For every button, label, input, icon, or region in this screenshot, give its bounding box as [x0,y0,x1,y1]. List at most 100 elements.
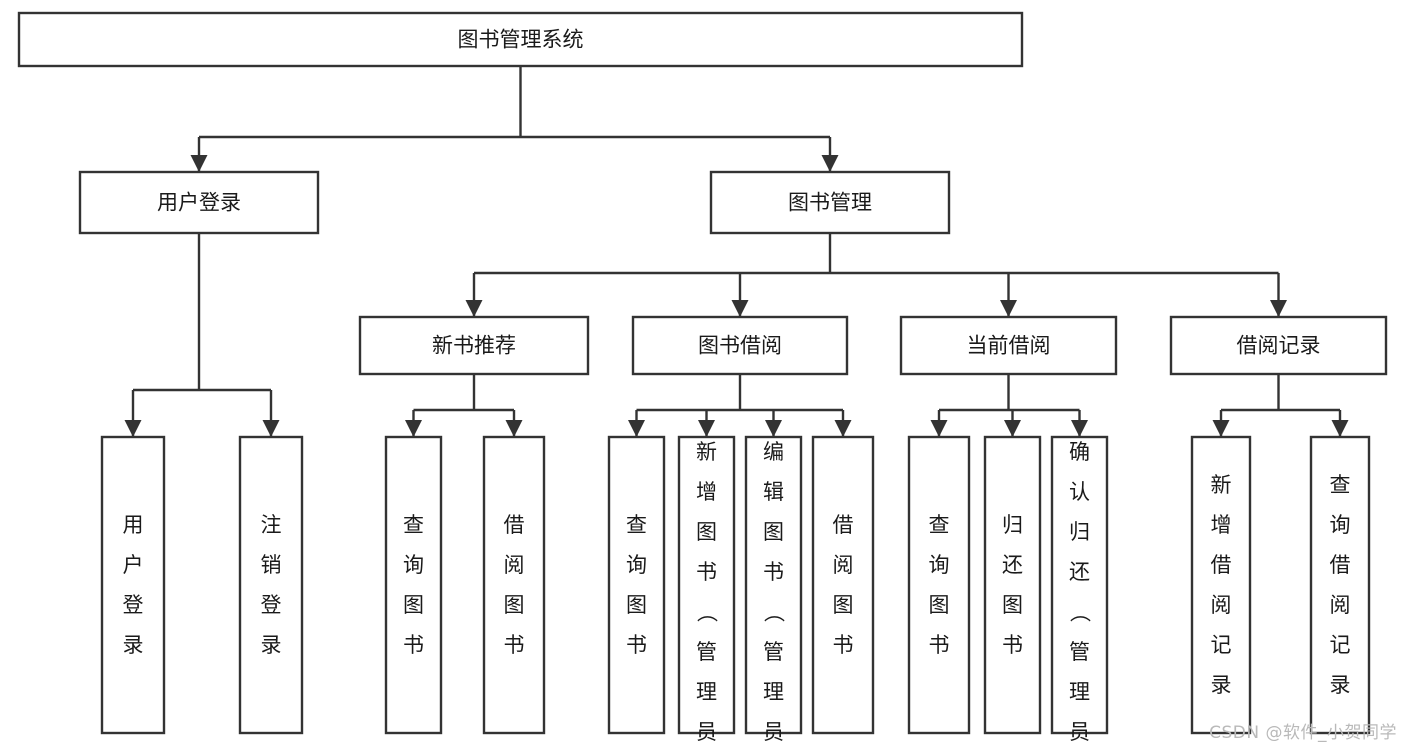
node-label-leaf-borrow-query-char-0: 查 [626,513,647,537]
arrow-head-leaf-user-logout [262,420,280,437]
node-label-leaf-cur-confirm-char-7: 员 [1069,720,1090,744]
node-box-leaf-cur-confirm[interactable] [1050,435,1109,735]
node-box-leaf-cur-query[interactable] [907,435,971,735]
node-label-leaf-cur-confirm-char-3: 还 [1069,560,1090,584]
node-label-leaf-borrow-lend-char-3: 书 [833,633,854,657]
node-label-leaf-rec-borrow-char-1: 阅 [504,553,525,577]
arrow-head-leaf-cur-confirm [1071,420,1088,437]
node-box-current-borrow[interactable] [899,315,1118,376]
node-box-leaf-borrow-add[interactable] [677,435,736,735]
node-label-leaf-rec-add-char-5: 录 [1211,673,1232,697]
connector-group-book-borrow [628,374,852,437]
arrow-head-current-borrow [1000,300,1017,317]
node-label-leaf-borrow-edit-char-6: 理 [763,680,784,704]
node-label-leaf-user-login-char-1: 户 [123,553,144,577]
node-label-leaf-cur-query-char-2: 图 [929,593,950,617]
arrow-head-leaf-rec-borrow [505,420,523,437]
node-label-leaf-user-logout-char-3: 录 [261,633,282,657]
node-label-leaf-borrow-edit-char-2: 图 [763,520,784,544]
node-box-leaf-rec-borrow[interactable] [482,435,546,735]
arrow-head-leaf-user-login [124,420,142,437]
node-box-root[interactable] [17,11,1024,68]
node-label-leaf-borrow-lend-char-2: 图 [833,593,854,617]
node-root[interactable]: 图书管理系统 [17,11,1024,68]
node-label-leaf-borrow-query-char-2: 图 [626,593,647,617]
node-label-leaf-borrow-add-char-5: 管 [696,640,717,664]
node-label-leaf-borrow-add-char-4: （ [695,602,719,623]
node-label-leaf-borrow-edit-char-3: 书 [763,560,784,584]
node-label-leaf-cur-return-char-1: 还 [1002,553,1023,577]
node-box-user-login[interactable] [78,170,320,235]
node-label-leaf-borrow-edit-char-4: （ [762,602,786,623]
node-label-leaf-cur-query-char-3: 书 [929,633,950,657]
watermark-text: CSDN @软件_小贺同学 [1209,723,1397,743]
arrow-head-book-manage [821,155,839,172]
node-label-leaf-rec-query-char-1: 询 [403,553,424,577]
node-user-login[interactable]: 用户登录 [78,170,320,235]
node-label-leaf-rec-add-char-3: 阅 [1211,593,1232,617]
node-box-borrow-record[interactable] [1169,315,1388,376]
connector-group-book-manage [465,233,1287,317]
node-label-leaf-rec-borrow-char-0: 借 [504,513,525,537]
connector-group-new-book-rec [405,374,523,437]
arrow-head-book-borrow [731,300,749,317]
arrow-head-leaf-rec-add [1212,420,1230,437]
node-label-leaf-borrow-add-char-2: 图 [696,520,717,544]
node-box-book-borrow[interactable] [631,315,849,376]
node-box-leaf-rec-query[interactable] [384,435,443,735]
node-label-leaf-borrow-lend-char-1: 阅 [833,553,854,577]
node-box-new-book-rec[interactable] [358,315,590,376]
node-label-leaf-rec-search-char-5: 录 [1330,673,1351,697]
arrow-head-leaf-borrow-edit [765,420,782,437]
node-box-leaf-user-logout[interactable] [238,435,304,735]
node-box-leaf-user-login[interactable] [100,435,166,735]
node-box-leaf-borrow-query[interactable] [607,435,666,735]
node-label-leaf-cur-confirm-char-4: （ [1068,602,1092,623]
node-leaf-user-login[interactable]: 用户登录 [100,435,166,735]
arrow-head-new-book-rec [465,300,483,317]
arrow-head-borrow-record [1270,300,1287,317]
node-label-leaf-rec-search-char-4: 记 [1330,633,1351,657]
arrow-head-leaf-rec-query [405,420,422,437]
node-label-leaf-borrow-add-char-3: 书 [696,560,717,584]
node-box-leaf-rec-add[interactable] [1190,435,1252,735]
connector-group-root [190,66,839,172]
node-label-leaf-rec-add-char-1: 增 [1211,513,1232,537]
node-label-leaf-user-login-char-2: 登 [123,593,144,617]
node-label-user-login: 用户登录 [157,191,241,215]
node-label-leaf-borrow-edit-char-5: 管 [763,640,784,664]
node-book-manage[interactable]: 图书管理 [709,170,951,235]
node-label-leaf-cur-return-char-2: 图 [1002,593,1023,617]
node-label-book-borrow: 图书借阅 [698,334,782,358]
connector-group-borrow-record [1212,374,1349,437]
node-label-leaf-borrow-add-char-7: 员 [696,720,717,744]
node-label-leaf-rec-query-char-2: 图 [403,593,424,617]
node-box-leaf-cur-return[interactable] [983,435,1042,735]
node-label-borrow-record: 借阅记录 [1237,334,1321,358]
node-borrow-record[interactable]: 借阅记录 [1169,315,1388,376]
node-box-book-manage[interactable] [709,170,951,235]
node-label-leaf-rec-add-char-4: 记 [1211,633,1232,657]
node-current-borrow[interactable]: 当前借阅 [899,315,1118,376]
node-new-book-rec[interactable]: 新书推荐 [358,315,590,376]
node-box-leaf-rec-search[interactable] [1309,435,1371,735]
node-box-leaf-borrow-lend[interactable] [811,435,875,735]
node-label-leaf-rec-search-char-0: 查 [1330,473,1351,497]
node-box-leaf-borrow-edit[interactable] [744,435,803,735]
node-book-borrow[interactable]: 图书借阅 [631,315,849,376]
node-label-leaf-rec-query-char-0: 查 [403,513,424,537]
